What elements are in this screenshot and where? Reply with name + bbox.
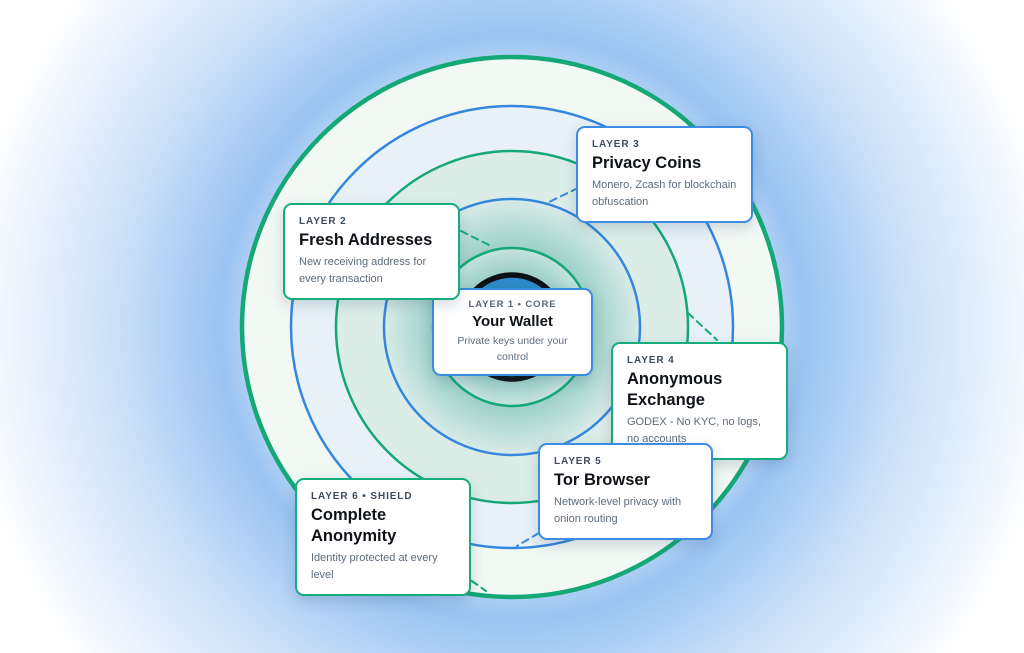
connector-layer-4	[687, 312, 718, 341]
layer-label: LAYER 4	[627, 355, 675, 366]
layer-description: Private keys under your control	[457, 335, 568, 364]
layer-description: New receiving address for every transact…	[299, 256, 427, 286]
layer-1-core-card: LAYER 1 • CORE Your Wallet Private keys …	[432, 288, 593, 376]
layer-label: LAYER 2	[299, 216, 347, 227]
layer-description: Monero, Zcash for blockchain obfuscation	[592, 179, 737, 209]
layer-description: Identity protected at every level	[311, 552, 438, 582]
layer-title: Privacy Coins	[592, 154, 702, 172]
layer-title: Your Wallet	[472, 313, 553, 330]
connector-layer-2	[460, 230, 492, 247]
connector-layer-3	[546, 187, 579, 204]
layer-description: GODEX - No KYC, no logs, no accounts	[627, 416, 761, 446]
layer-2-fresh-addresses-card: LAYER 2 Fresh Addresses New receiving ad…	[283, 203, 460, 301]
layer-5-tor-browser-card: LAYER 5 Tor Browser Network-level privac…	[538, 443, 713, 541]
layer-6-complete-anonymity-card: LAYER 6 • SHIELD Complete Anonymity Iden…	[295, 478, 471, 597]
layer-title: Anonymous Exchange	[627, 370, 723, 410]
layer-title: Tor Browser	[554, 471, 650, 489]
layer-label: LAYER 6 • SHIELD	[311, 491, 413, 502]
layer-description: Network-level privacy with onion routing	[554, 496, 682, 526]
layer-3-privacy-coins-card: LAYER 3 Privacy Coins Monero, Zcash for …	[576, 126, 753, 224]
layer-label: LAYER 1 • CORE	[468, 299, 557, 310]
layer-title: Fresh Addresses	[299, 231, 433, 249]
layer-title: Complete Anonymity	[311, 506, 397, 546]
layer-label: LAYER 5	[554, 456, 602, 467]
layer-label: LAYER 3	[592, 139, 640, 150]
